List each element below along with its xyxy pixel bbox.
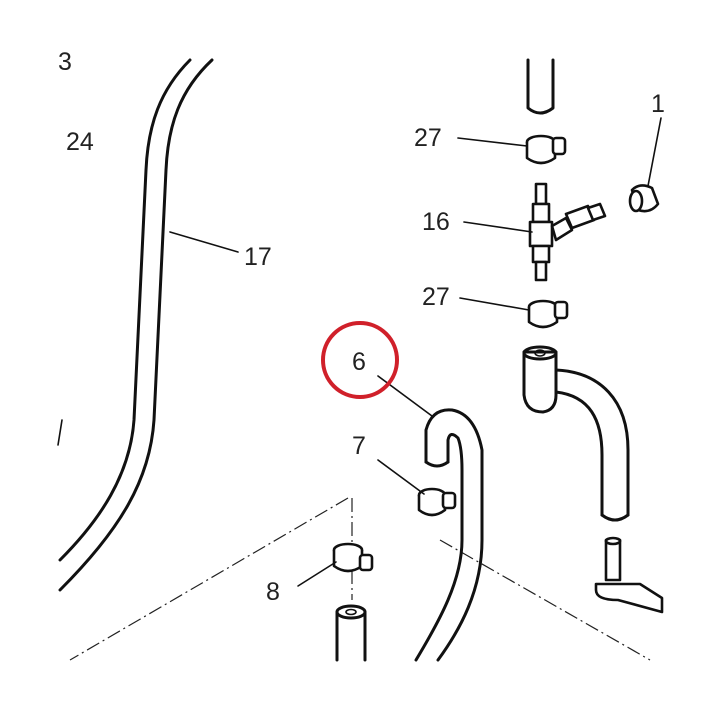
t-connector-16[interactable] <box>528 182 607 282</box>
leader-16 <box>463 221 533 233</box>
hose-right-bent[interactable] <box>522 345 630 522</box>
clamp-27-upper[interactable] <box>525 134 567 165</box>
label-27-lower: 27 <box>422 283 450 311</box>
label-17: 17 <box>244 243 272 271</box>
label-6: 6 <box>352 348 366 376</box>
label-24: 24 <box>66 128 94 156</box>
label-27-upper: 27 <box>414 124 442 152</box>
leader-8 <box>297 561 337 587</box>
hose-top-center[interactable] <box>526 58 555 115</box>
hose-17[interactable] <box>57 58 214 592</box>
leader-17 <box>169 231 239 253</box>
clamp-27-lower[interactable] <box>527 299 569 329</box>
label-8: 8 <box>266 578 280 606</box>
leader-1 <box>647 117 662 187</box>
center-line-right-diagonal <box>439 539 651 661</box>
clamp-8[interactable] <box>332 542 374 573</box>
label-3: 3 <box>58 48 72 76</box>
leader-27-upper <box>457 137 528 147</box>
label-1: 1 <box>651 90 665 118</box>
center-line-left-diagonal <box>69 497 349 661</box>
label-16: 16 <box>422 208 450 236</box>
highlight-circle <box>321 321 399 399</box>
hose-6[interactable] <box>414 408 484 662</box>
leader-27-lower <box>459 297 530 311</box>
leader-lines <box>169 117 662 587</box>
clamp-7[interactable] <box>417 487 457 517</box>
label-7: 7 <box>352 432 366 460</box>
cap-1[interactable] <box>628 184 660 213</box>
fitting-bottom-right[interactable] <box>594 536 664 614</box>
center-lines <box>69 497 651 661</box>
leader-7 <box>377 459 425 495</box>
callout-labels: 3 24 17 27 1 16 27 6 7 8 <box>58 48 665 606</box>
hose-bottom-center[interactable] <box>335 604 367 662</box>
leader-6 <box>377 375 433 417</box>
